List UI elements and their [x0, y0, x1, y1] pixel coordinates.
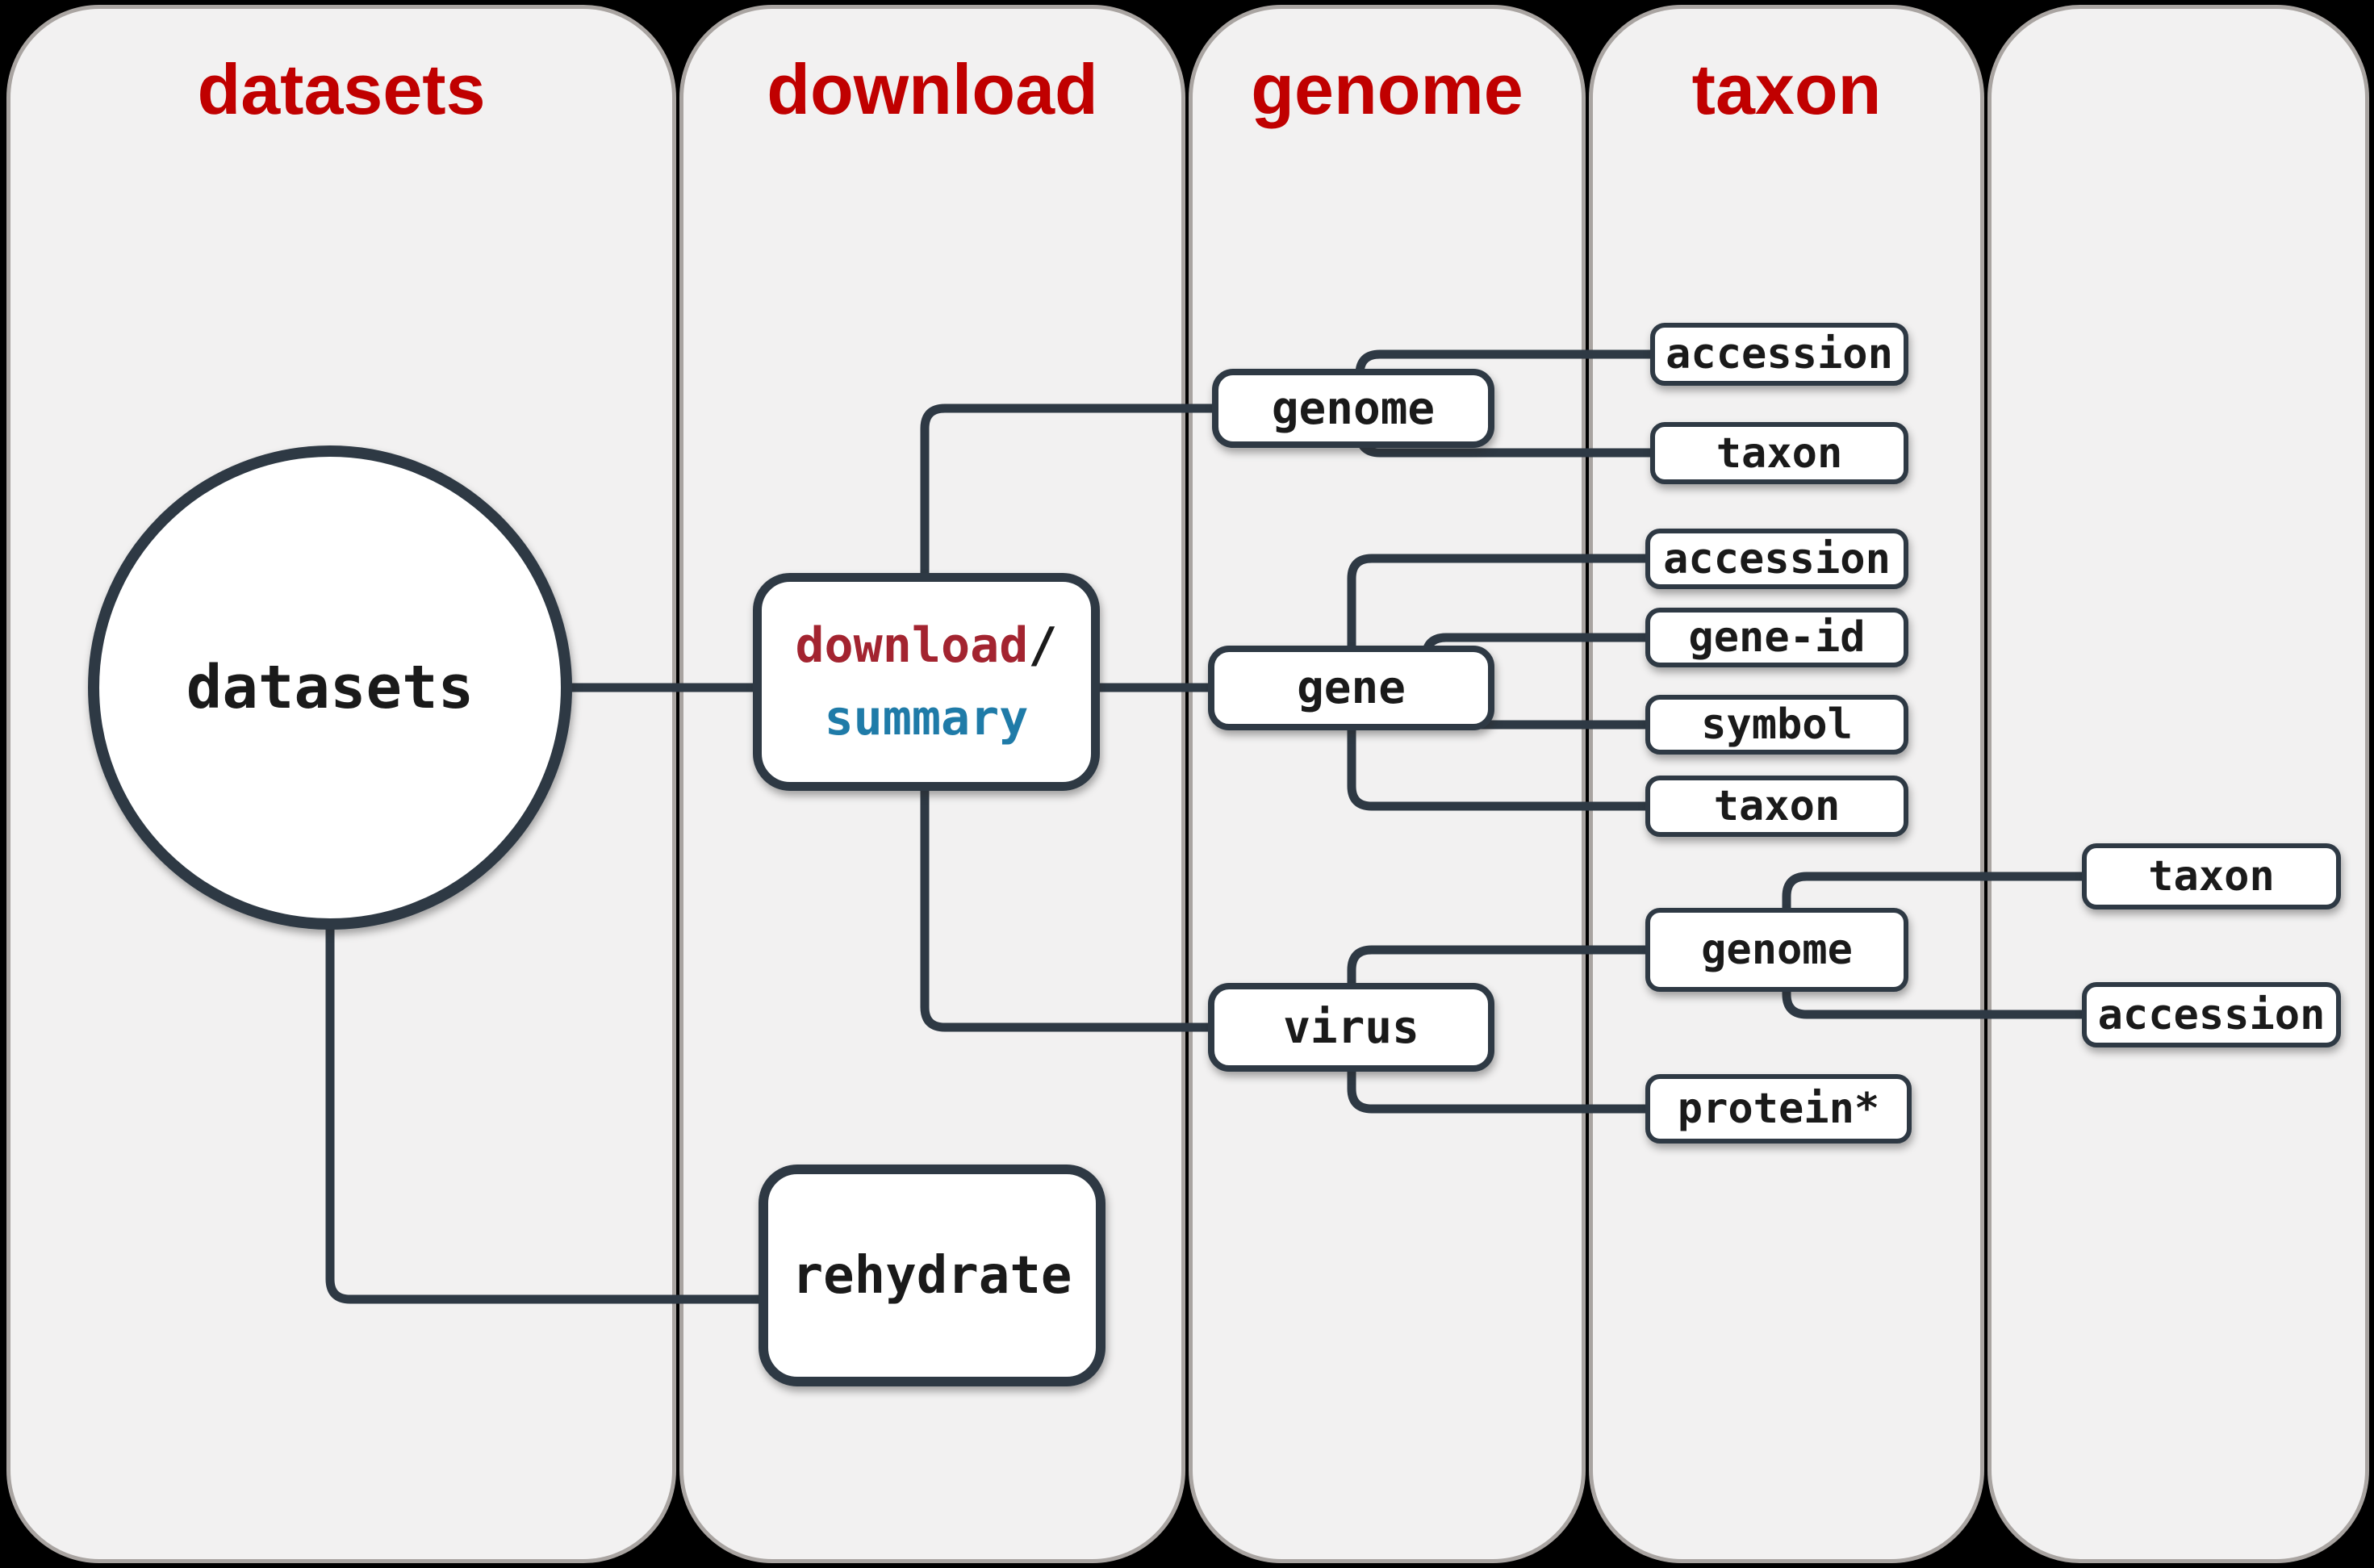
node-virus-genome-accession: accession — [2082, 982, 2341, 1047]
node-gene-taxon: taxon — [1645, 776, 1908, 837]
node-virus-genome: genome — [1645, 908, 1908, 992]
download-label: download — [795, 617, 1029, 674]
virus-genome-taxon-label: taxon — [2148, 852, 2275, 901]
genome-taxon-label: taxon — [1716, 429, 1843, 478]
gene-id-label: gene-id — [1688, 613, 1866, 662]
virus-label: virus — [1283, 1001, 1419, 1054]
column-header-genome: genome — [1251, 49, 1523, 129]
rehydrate-label: rehydrate — [792, 1245, 1072, 1306]
edge-gene-taxon — [1347, 688, 1654, 811]
node-rehydrate: rehydrate — [759, 1165, 1105, 1386]
virus-genome-label: genome — [1701, 926, 1853, 974]
edge-downloadsummary-genome — [920, 403, 1218, 682]
gene-symbol-label: symbol — [1701, 700, 1853, 749]
edge-virus-genome — [1347, 945, 1650, 1027]
column-header-taxon: taxon — [1691, 49, 1882, 129]
column-header-datasets: datasets — [197, 49, 486, 129]
node-virus-genome-taxon: taxon — [2082, 843, 2341, 909]
slash-separator: / — [1028, 617, 1058, 674]
edge-virusgenome-taxon — [1782, 872, 2088, 950]
genome-label: genome — [1271, 382, 1436, 435]
node-datasets-root: datasets — [88, 445, 572, 930]
node-gene-id: gene-id — [1645, 608, 1908, 667]
edge-virusgenome-accession — [1782, 950, 2088, 1019]
column-blank — [1987, 5, 2369, 1563]
node-gene: gene — [1208, 646, 1494, 730]
node-genome-taxon: taxon — [1650, 422, 1908, 484]
gene-accession-label: accession — [1663, 534, 1891, 583]
virus-protein-label: protein* — [1677, 1085, 1880, 1133]
node-gene-symbol: symbol — [1645, 695, 1908, 755]
gene-taxon-label: taxon — [1713, 782, 1841, 830]
node-genome-accession: accession — [1650, 323, 1908, 386]
column-header-download: download — [767, 49, 1098, 129]
gene-label: gene — [1297, 662, 1406, 714]
download-command-line: download / — [795, 609, 1057, 682]
column-genome: genome — [1189, 5, 1586, 1563]
edge-gene-accession — [1347, 554, 1654, 688]
node-virus: virus — [1208, 983, 1494, 1072]
node-gene-accession: accession — [1645, 529, 1908, 589]
node-datasets-root-label: datasets — [186, 653, 474, 722]
edge-downloadsummary-virus — [920, 682, 1214, 1032]
summary-label: summary — [824, 690, 1029, 746]
edge-virus-protein — [1347, 1027, 1650, 1114]
edge-datasets-rehydrate — [325, 920, 767, 1304]
node-virus-protein: protein* — [1645, 1074, 1912, 1144]
node-genome: genome — [1212, 369, 1494, 448]
genome-accession-label: accession — [1666, 330, 1893, 378]
node-download-summary: download / summary — [753, 573, 1100, 791]
virus-genome-accession-label: accession — [2097, 990, 2326, 1039]
